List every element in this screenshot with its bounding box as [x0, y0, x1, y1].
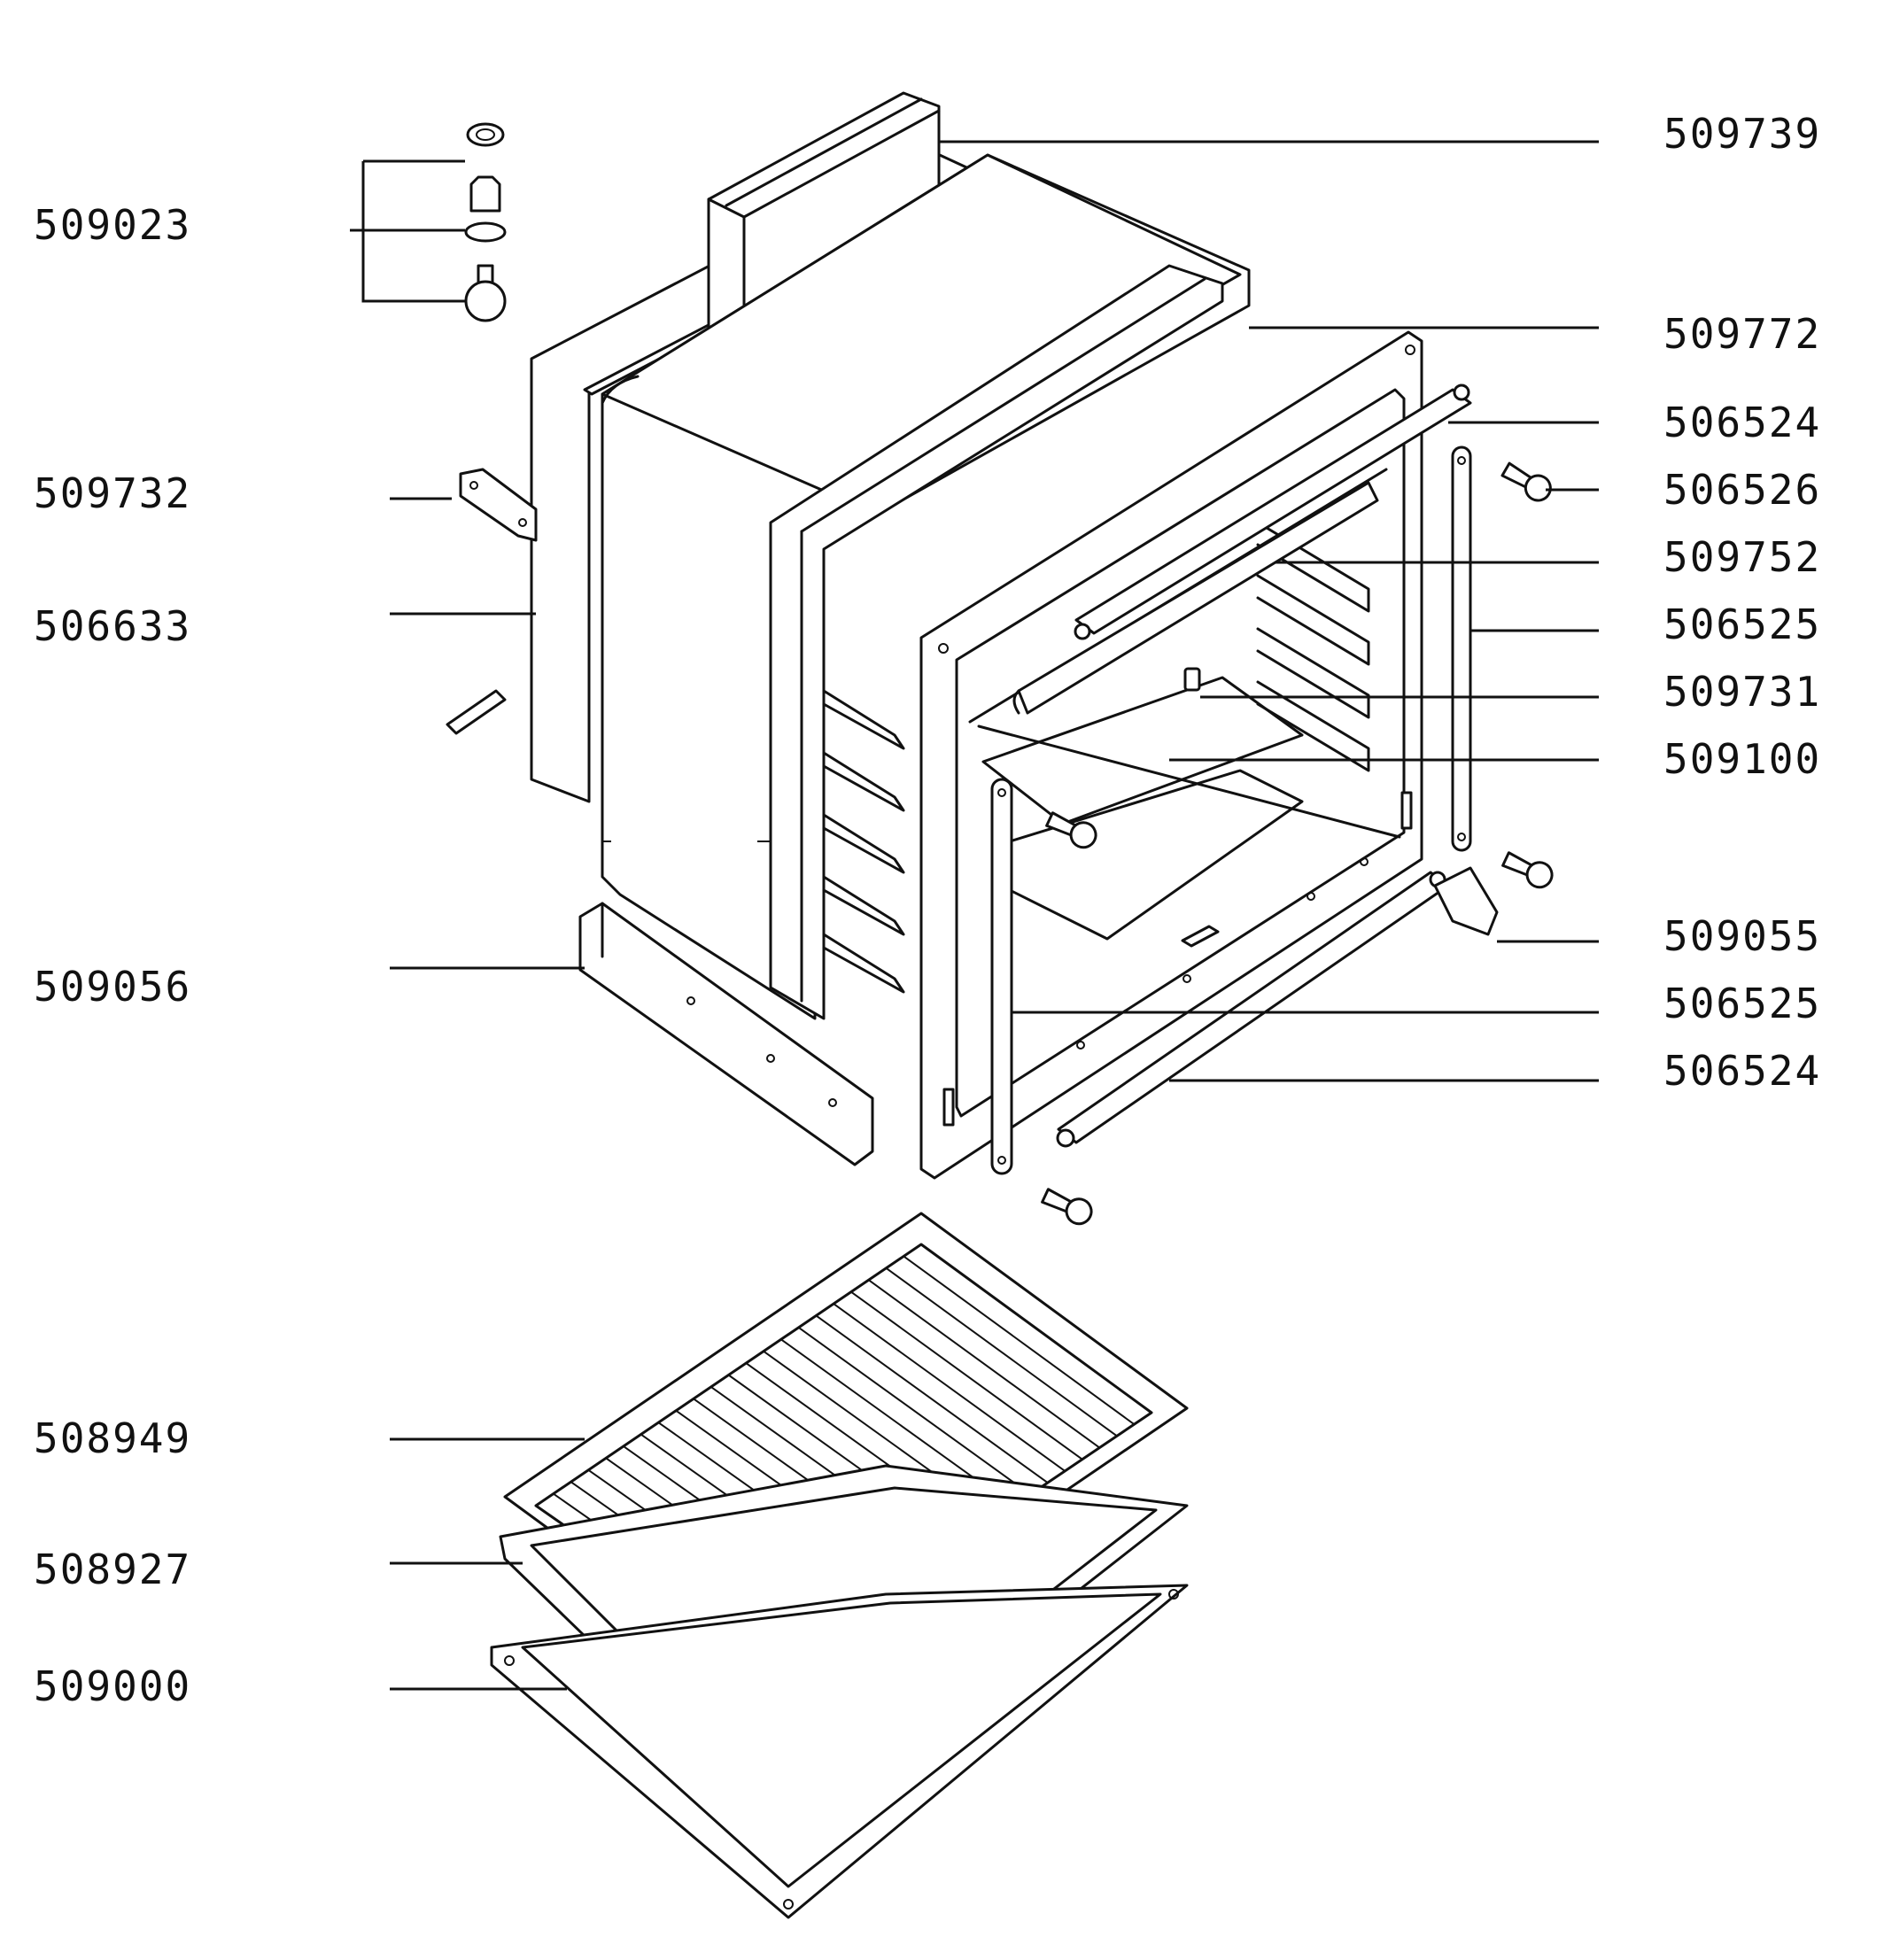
vertical-rail-left: [990, 778, 1013, 1175]
label-506525-bottom: 506525: [1663, 980, 1821, 1027]
label-508949: 508949: [34, 1414, 191, 1462]
rack-wire: [833, 1303, 1066, 1472]
label-509023: 509023: [34, 201, 191, 249]
label-508927: 508927: [34, 1546, 191, 1593]
screw-set: [1041, 461, 1554, 1226]
label-509000: 509000: [34, 1662, 191, 1710]
vertical-rail-right: [1451, 445, 1472, 852]
rack-wire: [798, 1327, 1031, 1496]
label-509731: 509731: [1663, 668, 1821, 716]
top-grill-bar: [1012, 481, 1379, 715]
label-506524-top: 506524: [1663, 399, 1821, 446]
label-509732: 509732: [34, 469, 191, 517]
label-509055: 509055: [1663, 912, 1821, 960]
label-509772: 509772: [1663, 310, 1821, 358]
small-clip: [446, 689, 507, 735]
label-509752: 509752: [1663, 533, 1821, 581]
drip-tray: [490, 1584, 1189, 1919]
label-506526: 506526: [1663, 466, 1821, 514]
rack-wire: [850, 1290, 1083, 1460]
label-506525-top: 506525: [1663, 600, 1821, 648]
label-506633: 506633: [34, 602, 191, 650]
label-509100: 509100: [1663, 735, 1821, 783]
bottom-rail: [578, 902, 874, 1166]
label-506524-bottom: 506524: [1663, 1047, 1821, 1095]
rack-wire: [815, 1314, 1049, 1484]
rack-wire: [868, 1279, 1100, 1449]
label-509056: 509056: [34, 963, 191, 1011]
rack-wire: [885, 1267, 1118, 1437]
hinge-bracket-left: [459, 468, 538, 542]
oven-housing: [601, 153, 1251, 1020]
part-number-labels: 509023 509732 506633 509056 508949 50892…: [34, 110, 1821, 1710]
label-509739: 509739: [1663, 110, 1821, 158]
leader-lines: [390, 140, 1599, 1691]
side-rail-top: [1074, 383, 1472, 640]
lamp-assembly: [350, 122, 507, 322]
rack-wire: [903, 1255, 1136, 1425]
hinge-bracket-right: [1433, 866, 1499, 936]
